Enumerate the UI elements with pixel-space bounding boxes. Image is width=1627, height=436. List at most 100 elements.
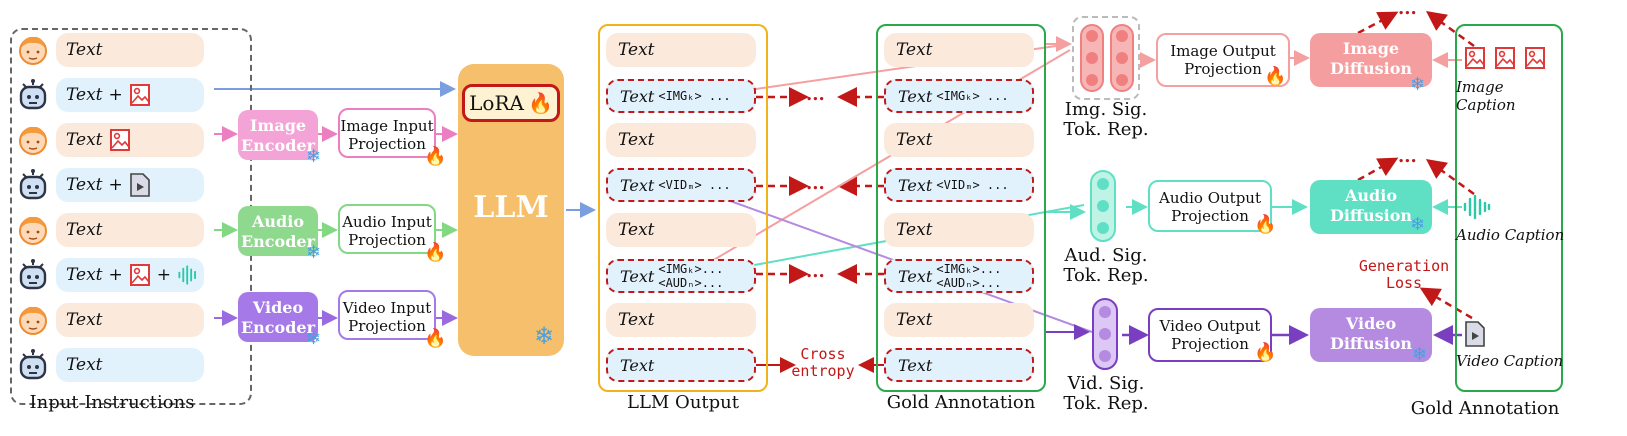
row-text: Text: [896, 220, 933, 240]
image-icon: [1465, 47, 1485, 69]
signal-token-row: Text: [884, 348, 1034, 382]
video-signal-token-label: Vid. Sig. Tok. Rep.: [1063, 373, 1149, 414]
video-caption-label: Video Caption: [1456, 352, 1564, 370]
input-instruction-row: Text+: [56, 78, 204, 112]
row-text: Text: [898, 355, 933, 375]
snowflake-icon: ❄: [534, 322, 555, 350]
input-instruction-row: Text+: [56, 168, 204, 202]
audio-output-projection: Audio Output Projection: [1148, 180, 1272, 232]
input-instruction-row: Text: [56, 123, 204, 157]
fire-icon: 🔥: [527, 91, 553, 115]
signal-tokens: <IMGₖ>...<AUDₙ>...: [936, 262, 1002, 290]
row-text: Text: [896, 130, 933, 150]
user-avatar: [16, 123, 50, 161]
signal-token-row: Text<VIDₘ> ...: [606, 168, 756, 202]
snowflake-icon: ❄: [306, 328, 322, 349]
audio-signal-token-label: Aud. Sig. Tok. Rep.: [1063, 245, 1149, 286]
input-instruction-row: Text: [56, 348, 204, 382]
fire-icon: 🔥: [1254, 342, 1277, 363]
image-caption-icons: [1464, 46, 1560, 74]
user-avatar: [16, 33, 50, 71]
text-row: Text: [606, 213, 756, 247]
gold-annotation-panel: [876, 24, 1046, 392]
plus-sign: +: [156, 265, 171, 285]
lora-label: LoRA: [469, 91, 524, 115]
cross-entropy-label: Cross entropy: [791, 345, 855, 380]
snowflake-icon: ❄: [306, 146, 322, 167]
fire-icon: 🔥: [1254, 214, 1277, 235]
assistant-avatar: [16, 348, 50, 386]
text-row: Text: [884, 213, 1034, 247]
input-instruction-row: Text: [56, 303, 204, 337]
signal-tokens: <IMGₖ> ...: [936, 89, 1009, 103]
signal-tokens: <IMGₖ> ...: [658, 89, 731, 103]
instruction-text: Text: [66, 220, 103, 240]
image-output-projection: Image Output Projection: [1156, 33, 1290, 87]
image-icon: [1525, 47, 1545, 69]
image-icon: [109, 128, 131, 152]
image-signal-token-label: Img. Sig. Tok. Rep.: [1063, 99, 1149, 140]
snowflake-icon: ❄: [1410, 74, 1426, 95]
audio-wave-icon: [1463, 194, 1491, 220]
video-signal-token-box: [1092, 298, 1118, 370]
signal-token-row: Text<IMGₖ> ...: [606, 79, 756, 113]
assistant-avatar: [16, 168, 50, 206]
row-text: Text: [896, 310, 933, 330]
snowflake-icon: ❄: [306, 242, 322, 263]
row-text: Text: [620, 266, 655, 286]
audio-wave-icon: [177, 263, 199, 287]
image-input-projection: Image Input Projection: [338, 108, 436, 158]
row-text: Text: [618, 40, 655, 60]
assistant-avatar: [16, 258, 50, 296]
row-text: Text: [618, 310, 655, 330]
row-text: Text: [618, 130, 655, 150]
fire-icon: 🔥: [1264, 66, 1287, 87]
snowflake-icon: ❄: [1410, 214, 1426, 235]
video-output-projection: Video Output Projection: [1148, 308, 1272, 362]
signal-token-row: Text<IMGₖ>...<AUDₙ>...: [606, 259, 756, 293]
row-text: Text: [898, 86, 933, 106]
gold-annotation-captions-panel: [1455, 24, 1563, 392]
audio-diffusion: Audio Diffusion: [1310, 180, 1432, 234]
audio-caption-label: Audio Caption: [1456, 226, 1565, 244]
signal-token-row: Text: [606, 348, 756, 382]
instruction-text: Text: [66, 175, 103, 195]
video-encoder: Video Encoder: [238, 292, 318, 342]
text-row: Text: [606, 303, 756, 337]
instruction-text: Text: [66, 310, 103, 330]
generation-loss-label: Generation Loss: [1358, 257, 1450, 292]
audio-input-projection: Audio Input Projection: [338, 204, 436, 254]
text-row: Text: [606, 123, 756, 157]
row-text: Text: [620, 175, 655, 195]
plus-sign: +: [108, 85, 123, 105]
signal-tokens: <VIDₘ> ...: [936, 178, 1009, 192]
image-signal-token-box: [1072, 16, 1140, 100]
image-caption-label: Image Caption: [1456, 78, 1516, 114]
image-icon: [129, 263, 151, 287]
signal-tokens: <IMGₖ>...<AUDₙ>...: [658, 262, 724, 290]
image-encoder: Image Encoder: [238, 110, 318, 160]
video-file-icon: [129, 173, 151, 197]
instruction-text: Text: [66, 40, 103, 60]
image-icon: [129, 83, 151, 107]
user-avatar: [16, 213, 50, 251]
text-row: Text: [884, 123, 1034, 157]
plus-sign: +: [108, 175, 123, 195]
row-text: Text: [898, 175, 933, 195]
text-row: Text: [884, 303, 1034, 337]
llm-output-title: LLM Output: [627, 392, 739, 413]
instruction-text: Text: [66, 130, 103, 150]
signal-token-row: Text<IMGₖ>...<AUDₙ>...: [884, 259, 1034, 293]
ellipsis-dots: ...: [806, 261, 825, 282]
plus-sign: +: [108, 265, 123, 285]
row-text: Text: [896, 40, 933, 60]
ellipsis-dots: ...: [806, 173, 825, 194]
input-instructions-title: Input Instructions: [29, 392, 195, 413]
row-text: Text: [620, 86, 655, 106]
ellipsis-dots: ...: [1398, 0, 1417, 19]
instruction-text: Text: [66, 265, 103, 285]
input-instruction-row: Text: [56, 33, 204, 67]
row-text: Text: [898, 266, 933, 286]
fire-icon: 🔥: [424, 328, 447, 349]
assistant-avatar: [16, 78, 50, 116]
